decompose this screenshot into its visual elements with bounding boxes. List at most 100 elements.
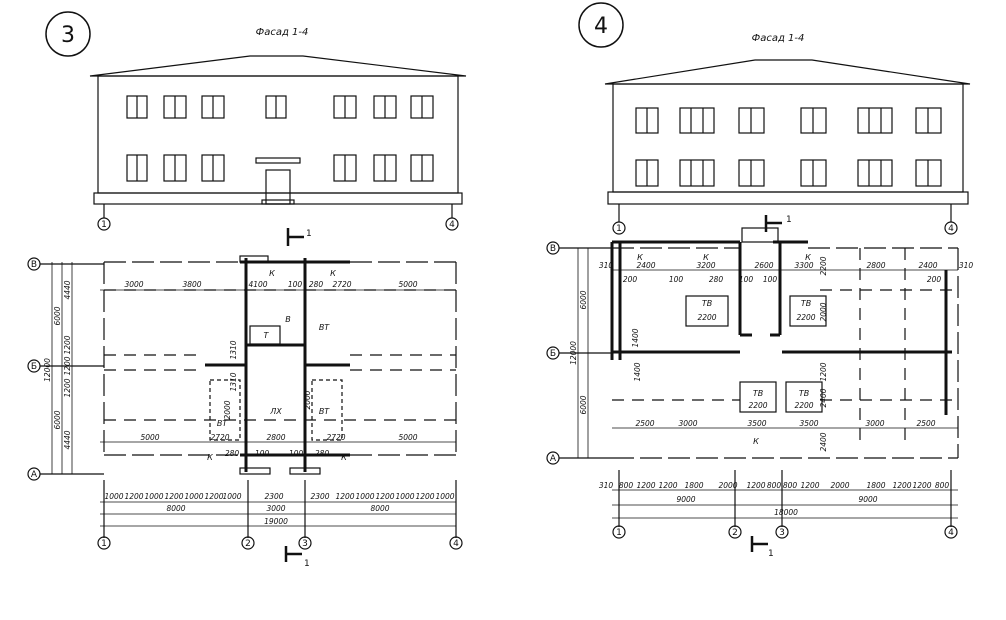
- dim-text: 9000: [676, 495, 695, 504]
- dim-text: 2200: [794, 401, 813, 410]
- plan-axis-label-1: 1: [101, 539, 107, 549]
- dim-text: 100: [669, 275, 684, 284]
- dim-text: 1000: [355, 492, 374, 501]
- sheet-number: 3: [61, 23, 75, 48]
- sheet-3: [27, 11, 467, 562]
- dim-text: 2500: [916, 419, 935, 428]
- stair-left: [209, 379, 241, 441]
- dim-text: 1200: [124, 492, 143, 501]
- floor-plan: [546, 215, 959, 552]
- entrance-step: [261, 199, 295, 205]
- bottom-dimensions: 2500 3000 3500 3500 3000 2500: [635, 419, 935, 428]
- axis-label-b: Б: [550, 349, 556, 359]
- room-label: ТВ: [753, 389, 763, 398]
- dim-text: 1200: [204, 492, 223, 501]
- dim-text: 1000: [435, 492, 454, 501]
- dim-text: 12000: [569, 341, 578, 365]
- room-tv-2: [789, 295, 827, 327]
- dim-text: 100: [255, 449, 270, 458]
- room-label: К: [341, 453, 347, 462]
- facade-windows-upper: [126, 95, 434, 119]
- dim-text: 2000: [819, 302, 828, 321]
- dim-text: 8000: [166, 504, 185, 513]
- dim-text: 280: [225, 449, 240, 458]
- room-label: ТВ: [702, 299, 712, 308]
- dim-text: 2200: [819, 256, 828, 275]
- total-dimensions: 9000 9000 18000: [676, 495, 877, 517]
- room-label: К: [269, 269, 275, 278]
- bottom-dimensions: 5000 2720 2800 2720 5000: [140, 433, 417, 442]
- section-mark-bottom: [750, 536, 768, 552]
- axis-label-v: В: [31, 260, 37, 270]
- dim-text: 2300: [264, 492, 283, 501]
- dim-text: 3200: [696, 261, 715, 270]
- room-label: ТВ: [799, 389, 809, 398]
- facade-windows-lower: [635, 159, 942, 187]
- dim-text: 3000: [124, 280, 143, 289]
- facade-axis-1: [612, 221, 626, 235]
- structural-walls: [610, 240, 952, 415]
- section-mark-top: [286, 228, 304, 246]
- dim-text: 2400: [819, 432, 828, 451]
- dim-text: 1200: [63, 378, 72, 397]
- plan-axis-label-1: 1: [616, 528, 622, 538]
- dim-text: 4100: [248, 280, 267, 289]
- total-dimensions: 8000 3000 8000 19000: [166, 504, 389, 526]
- facade-axis-label-4: 4: [948, 224, 954, 234]
- left-dimensions: 12000 6000 6000 4440 1200 1200 1200 4440: [43, 280, 72, 449]
- facade-axis-4: [944, 221, 958, 235]
- dim-text: 1800: [866, 481, 885, 490]
- dim-text: 200: [623, 275, 638, 284]
- chain-dimensions: 1000 1200 1000 1200 1000 1200 1000 2300 …: [104, 492, 454, 501]
- dim-text: 1800: [684, 481, 703, 490]
- dim-text: 280: [709, 275, 724, 284]
- dimension-lines: [577, 248, 958, 519]
- dim-text: 5000: [398, 280, 417, 289]
- sheet-number: 4: [594, 14, 608, 39]
- dim-text: 310: [959, 261, 974, 270]
- dim-text: 1000: [104, 492, 123, 501]
- dim-text: 3500: [747, 419, 766, 428]
- room-label: В: [285, 315, 291, 324]
- structural-walls: [205, 258, 350, 472]
- partition-walls: [612, 248, 958, 440]
- facade-elevation: [604, 59, 971, 235]
- dim-text: 3300: [794, 261, 813, 270]
- sheet-number-circle: [578, 2, 624, 48]
- dim-text: 1200: [658, 481, 677, 490]
- dim-text: 100: [763, 275, 778, 284]
- room-label: ЛХ: [269, 407, 282, 416]
- dim-text: 2500: [635, 419, 654, 428]
- dim-text: 1200: [912, 481, 931, 490]
- dim-text: 4440: [63, 430, 72, 449]
- dim-text: 3800: [182, 280, 201, 289]
- facade-axis-label-1: 1: [616, 224, 622, 234]
- facade-axis-label-4: 4: [449, 220, 455, 230]
- room-label: К: [753, 437, 759, 446]
- dim-text: 5000: [140, 433, 159, 442]
- section-mark-top: [764, 215, 782, 232]
- corridor-walls: [104, 289, 456, 421]
- dim-text: 12000: [43, 358, 52, 382]
- dim-text: 1200: [892, 481, 911, 490]
- outer-walls: [612, 247, 959, 459]
- facade-plinth: [607, 191, 969, 205]
- room-label: К: [207, 453, 213, 462]
- room-labels: К К В Т ВТ ЛХ ВТ ВТ К К: [207, 269, 347, 462]
- dim-text: 1000: [184, 492, 203, 501]
- dim-text: 800: [935, 481, 950, 490]
- section-mark-bottom: [284, 546, 302, 562]
- facade-axis-4: [445, 217, 459, 231]
- dim-text: 1200: [375, 492, 394, 501]
- dim-text: 6000: [579, 395, 588, 414]
- stair-right: [311, 379, 343, 441]
- dim-text: 2000: [223, 400, 232, 419]
- top-dimensions: 310 2400 3200 2600 3300 2800 2400 310: [599, 261, 974, 270]
- dim-text: 6000: [579, 290, 588, 309]
- dim-text: 1000: [144, 492, 163, 501]
- dim-text: 2000: [303, 390, 312, 409]
- room-tv-3: [739, 381, 777, 413]
- plan-axis-label-3: 3: [779, 528, 785, 538]
- dim-text: 3500: [799, 419, 818, 428]
